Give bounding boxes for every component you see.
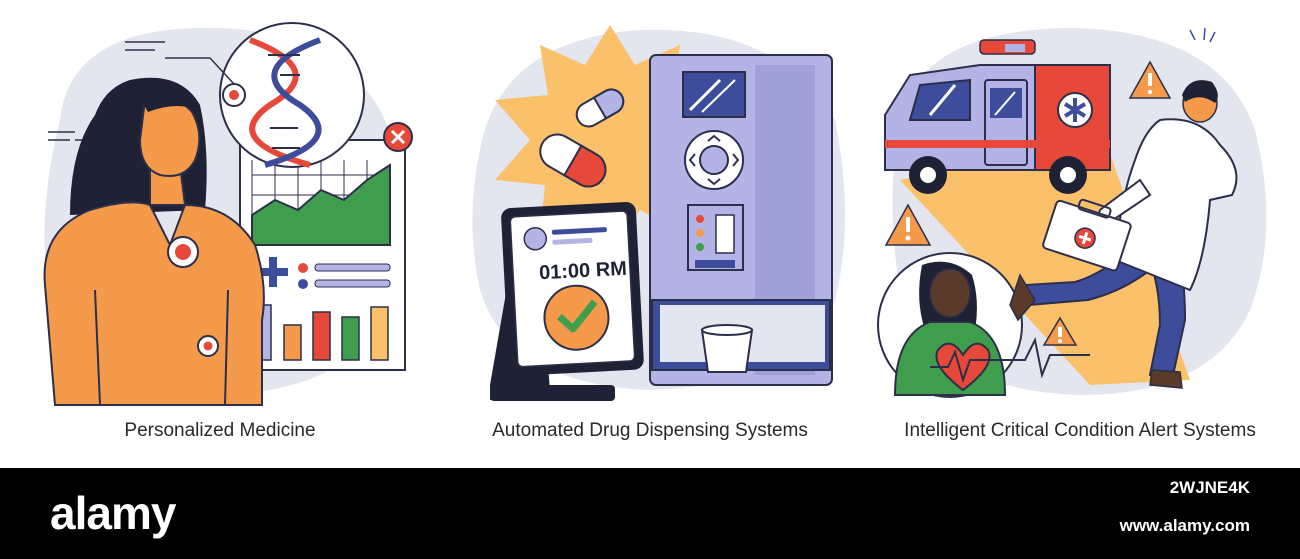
heart-icon <box>935 342 991 392</box>
critical-alert-illustration <box>877 27 1267 398</box>
tablet-device <box>501 201 644 376</box>
caption-automated-drug-dispensing: Automated Drug Dispensing Systems <box>492 420 808 441</box>
plus-sign <box>258 257 288 287</box>
medical-kit-icon <box>1042 198 1132 272</box>
site-url: www.alamy.com <box>1119 516 1250 535</box>
caption-critical-condition-alert: Intelligent Critical Condition Alert Sys… <box>904 420 1256 441</box>
pill-icon <box>539 133 607 188</box>
dna-helix-icon <box>248 37 322 168</box>
ambulance-icon <box>884 39 1111 194</box>
pulse-line <box>930 336 1090 384</box>
watermark-bar: alamy 2WJNE4K www.alamy.com <box>0 468 1300 559</box>
drug-dispensing-illustration <box>472 25 845 401</box>
doctor-coat <box>1113 118 1238 292</box>
close-icon <box>383 122 413 152</box>
dpad-control-icon <box>684 130 744 190</box>
warning-icon <box>1042 316 1078 346</box>
woman-bangs <box>138 81 200 112</box>
panel-automated-drug-dispensing: 01:00 RM Automated Drug Dispensing Syste… <box>440 0 860 468</box>
capsule-icon <box>575 88 625 128</box>
panel-critical-condition-alert: Intelligent Critical Condition Alert Sys… <box>860 0 1300 468</box>
woman-body <box>43 201 265 406</box>
area-chart <box>251 163 391 246</box>
user-avatar-icon <box>523 226 548 251</box>
caption-personalized-medicine: Personalized Medicine <box>124 420 316 441</box>
dispenser-display <box>682 71 746 118</box>
warning-icon <box>1128 60 1172 99</box>
image-id: 2WJNE4K <box>1169 478 1250 497</box>
dna-bubble <box>219 22 365 168</box>
doctor-figure <box>1009 27 1238 389</box>
panel-personalized-medicine: Personalized Medicine <box>0 0 440 468</box>
personalized-medicine-illustration <box>43 22 413 406</box>
cup-icon <box>700 329 754 373</box>
warning-icon <box>884 203 932 246</box>
alamy-logo: alamy <box>50 487 176 539</box>
